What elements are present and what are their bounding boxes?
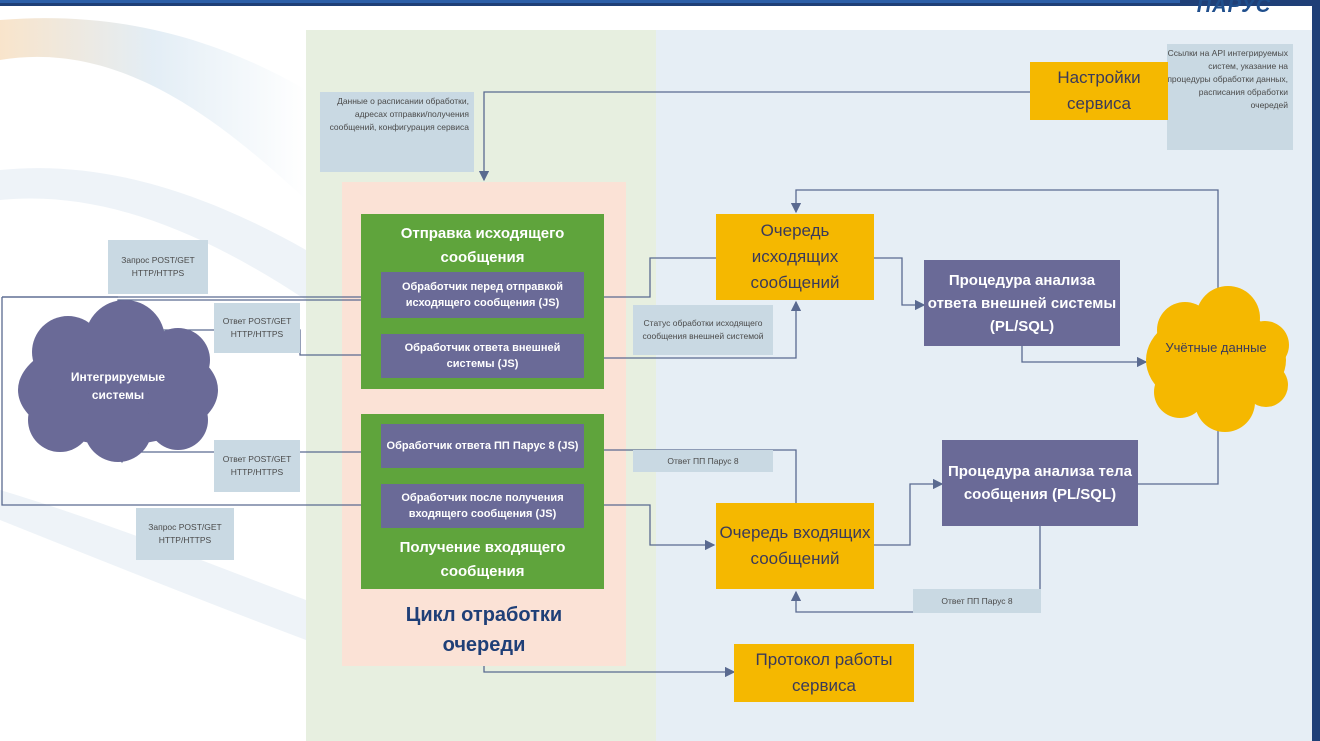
handler-parus-response: Обработчик ответа ПП Парус 8 (JS) — [381, 424, 584, 468]
service-log-box: Протокол работы сервиса — [734, 644, 914, 702]
incoming-message-title: Получение входящего сообщения — [399, 539, 566, 580]
accounting-data-label: Учётные данные — [1165, 340, 1267, 355]
note-api-links: Ссылки на API интегрируемых систем, указ… — [1167, 44, 1293, 150]
note-request-top: Запрос POST/GET HTTP/HTTPS — [108, 240, 208, 294]
integrated-systems-label: Интегрируемые системы — [70, 370, 166, 402]
handler-external-response: Обработчик ответа внешней системы (JS) — [381, 334, 584, 378]
right-edge-bar — [1312, 0, 1320, 741]
service-settings-box: Настройки сервиса — [1030, 62, 1168, 120]
integrated-systems-cloud — [18, 300, 218, 462]
note-reply-p8-mid: Ответ ПП Парус 8 — [633, 450, 773, 472]
note-request-bottom: Запрос POST/GET HTTP/HTTPS — [136, 508, 234, 560]
parus-logo: ПАРУС — [1196, 0, 1272, 17]
incoming-queue-box: Очередь входящих сообщений — [716, 503, 874, 589]
handler-before-send: Обработчик перед отправкой исходящего со… — [381, 272, 584, 318]
top-bar-accent — [0, 0, 1180, 3]
handler-after-receive: Обработчик после получения входящего соо… — [381, 484, 584, 528]
procedure-body-analysis: Процедура анализа тела сообщения (PL/SQL… — [942, 440, 1138, 526]
note-reply-p8-bottom: Ответ ПП Парус 8 — [913, 589, 1041, 613]
outgoing-message-title: Отправка исходящего сообщения — [400, 225, 565, 266]
procedure-response-analysis: Процедура анализа ответа внешней системы… — [924, 260, 1120, 346]
outgoing-queue-box: Очередь исходящих сообщений — [716, 214, 874, 300]
note-outgoing-status: Статус обработки исходящего сообщения вн… — [633, 305, 773, 355]
note-response-top: Ответ POST/GET HTTP/HTTPS — [214, 303, 300, 353]
note-response-bottom: Ответ POST/GET HTTP/HTTPS — [214, 440, 300, 492]
note-schedule-data: Данные о расписании обработки, адресах о… — [320, 92, 474, 172]
queue-cycle-label: Цикл отработки очереди — [405, 604, 563, 656]
accounting-data-cloud — [1146, 286, 1289, 432]
top-bar — [0, 0, 1320, 6]
